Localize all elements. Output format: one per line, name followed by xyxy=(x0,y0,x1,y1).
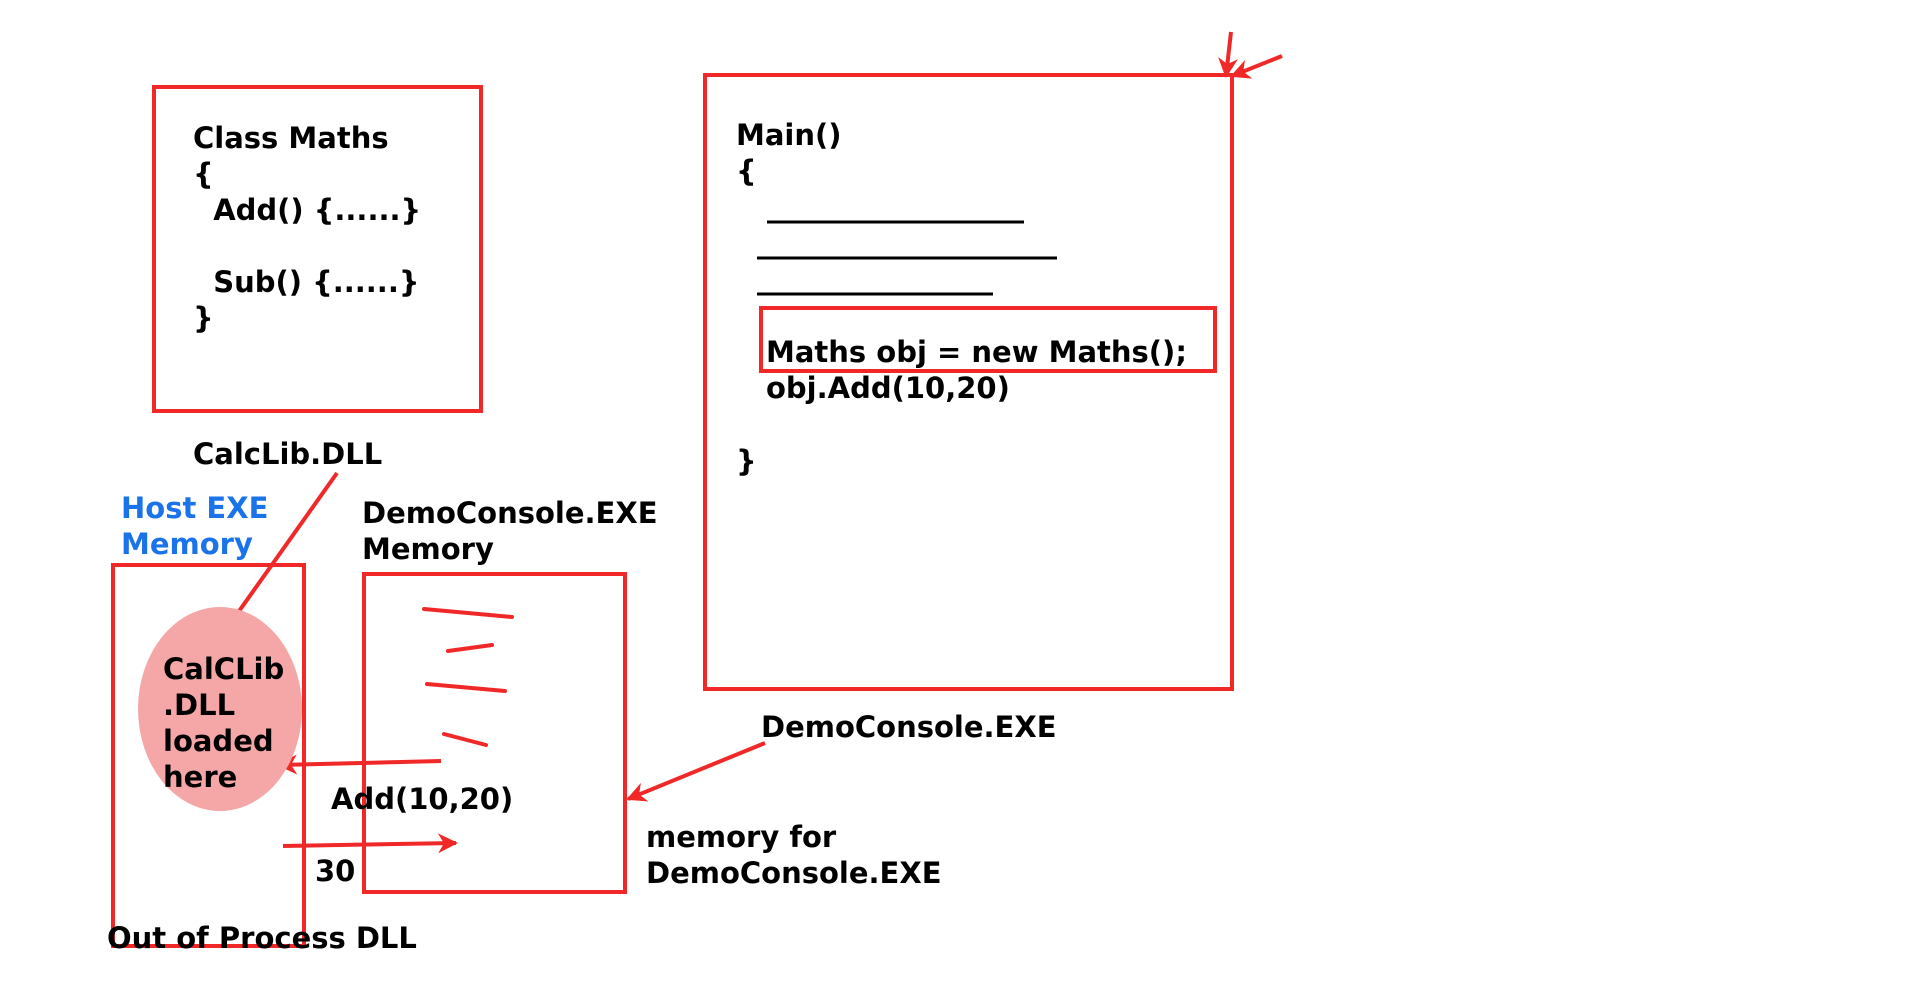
class-maths-line-5: Sub() {......} xyxy=(193,265,420,299)
memory-scribble-2 xyxy=(446,643,494,653)
ellipse-line-2: .DLL xyxy=(163,688,236,722)
out-of-process-label: Out of Process DLL xyxy=(107,921,417,955)
arrow-corner-1 xyxy=(1218,31,1238,78)
main-closing-brace: } xyxy=(736,444,757,478)
ellipse-line-3: loaded xyxy=(163,724,274,758)
arrow-exe-to-memory xyxy=(626,741,766,802)
demo-console-memory-label-2: Memory xyxy=(362,532,494,566)
method-call-line: obj.Add(10,20) xyxy=(766,371,1010,405)
arrow-result-to-memory xyxy=(282,833,458,854)
arrow-corner-2 xyxy=(1230,54,1283,79)
host-exe-label-2: Memory xyxy=(121,527,253,561)
memory-scribble-1 xyxy=(422,607,514,619)
memory-for-label-2: DemoConsole.EXE xyxy=(646,856,942,890)
class-maths-line-6: } xyxy=(193,301,214,335)
add-call-label: Add(10,20) xyxy=(331,782,514,816)
memory-scribble-4 xyxy=(442,732,488,747)
main-line-1: Main() xyxy=(736,118,842,152)
memory-scribble-3 xyxy=(425,682,507,693)
loaded-dll-ellipse xyxy=(138,607,302,811)
result-label: 30 xyxy=(315,854,356,888)
class-maths-line-1: Class Maths xyxy=(193,121,389,155)
host-exe-label-1: Host EXE xyxy=(121,491,269,525)
demo-console-memory-label-1: DemoConsole.EXE xyxy=(362,496,658,530)
demo-console-memory-box xyxy=(362,572,627,894)
instantiation-highlight-box xyxy=(759,306,1217,373)
host-exe-memory-box xyxy=(111,563,306,948)
ellipse-line-1: CalCLib xyxy=(163,652,285,686)
class-maths-line-3: Add() {......} xyxy=(193,193,422,227)
main-line-2: { xyxy=(736,154,757,188)
instantiation-line: Maths obj = new Maths(); xyxy=(766,335,1187,369)
arrow-call-to-dll xyxy=(277,754,442,775)
class-maths-box xyxy=(152,85,483,413)
memory-for-label-1: memory for xyxy=(646,820,837,854)
calclib-dll-label: CalcLib.DLL xyxy=(193,437,383,471)
main-code-box xyxy=(703,73,1234,691)
demo-console-exe-label: DemoConsole.EXE xyxy=(761,710,1057,744)
ellipse-line-4: here xyxy=(163,760,238,794)
class-maths-line-2: { xyxy=(193,157,214,191)
